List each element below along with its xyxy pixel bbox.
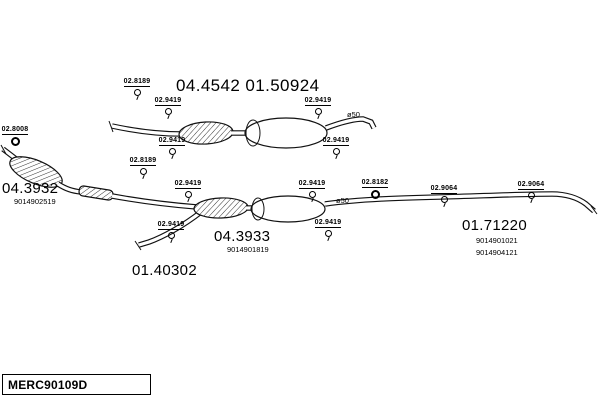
- part-number: 02.9419: [322, 137, 350, 146]
- hanger-bracket-icon: [440, 196, 448, 203]
- assembly-label-branch: 01.40302: [132, 262, 197, 279]
- part-tag: 02.8008: [0, 126, 32, 146]
- clamp-ring-icon: [370, 190, 380, 199]
- part-tag: 02.9419: [171, 180, 205, 198]
- assembly-label-front: 04.3932: [2, 180, 59, 197]
- hanger-bracket-icon: [133, 89, 141, 96]
- part-tag: 02.8189: [120, 78, 154, 96]
- diagram-id-box: MERC90109D: [2, 374, 151, 395]
- assembly-label-center: 04.3933: [214, 228, 271, 245]
- part-number: 02.9419: [158, 137, 186, 146]
- part-tag: 02.9419: [301, 97, 335, 115]
- diameter-note: ø50: [336, 196, 349, 205]
- part-tag: 02.9419: [151, 97, 185, 115]
- part-number: 02.8182: [361, 179, 389, 188]
- part-number: 02.9064: [430, 185, 458, 194]
- catalytic-converter: [9, 156, 63, 188]
- diagram-id: MERC90109D: [8, 377, 88, 392]
- part-tag: 02.9064: [427, 185, 461, 203]
- catalytic-converter: [178, 121, 234, 145]
- part-number: 02.8008: [1, 126, 29, 135]
- part-number: 02.9419: [314, 219, 342, 228]
- tailpipe: [325, 117, 376, 130]
- pipe-segment: [111, 124, 183, 136]
- hanger-bracket-icon: [314, 108, 322, 115]
- assembly-label-center-sub: 9014901819: [227, 245, 269, 254]
- part-tag: 02.9419: [311, 219, 345, 237]
- part-tag: 02.9419: [319, 137, 353, 155]
- diameter-note: ø50: [347, 110, 360, 119]
- part-tag: 02.9419: [155, 137, 189, 155]
- flex-pipe: [78, 185, 114, 201]
- hanger-bracket-icon: [527, 192, 535, 199]
- part-number: 02.9064: [517, 181, 545, 190]
- assembly-label-top: 04.4542 01.50924: [176, 76, 320, 95]
- assembly-label-rear: 01.71220: [462, 217, 527, 234]
- top-exhaust-assembly: [108, 116, 377, 149]
- hanger-bracket-icon: [167, 232, 175, 239]
- hanger-bracket-icon: [139, 168, 147, 175]
- part-number: 02.9419: [154, 97, 182, 106]
- part-tag: 02.9419: [295, 180, 329, 198]
- pipe-cut-end: [134, 240, 142, 251]
- part-tag: 02.8182: [358, 179, 392, 199]
- rear-pipe: [324, 192, 596, 213]
- part-number: 02.9419: [304, 97, 332, 106]
- hanger-bracket-icon: [308, 191, 316, 198]
- pipe-cut-end: [108, 120, 114, 133]
- part-number: 02.8189: [129, 157, 157, 166]
- part-number: 02.9419: [157, 221, 185, 230]
- muffler: [244, 117, 328, 149]
- part-tag: 02.9064: [514, 181, 548, 199]
- clamp-ring-icon: [10, 137, 20, 146]
- pipe-cut-end: [590, 205, 598, 215]
- assembly-label-rear-sub2: 9014904121: [476, 248, 518, 257]
- assembly-label-front-sub: 9014902519: [14, 197, 56, 206]
- main-exhaust-assembly: [0, 144, 598, 251]
- part-tag: 02.8189: [126, 157, 160, 175]
- pipe-cut-end: [0, 144, 7, 155]
- part-number: 02.9419: [174, 180, 202, 189]
- part-tag: 02.9419: [154, 221, 188, 239]
- hanger-bracket-icon: [168, 148, 176, 155]
- muffler: [250, 195, 326, 223]
- hanger-bracket-icon: [332, 148, 340, 155]
- catalytic-converter: [193, 197, 249, 219]
- part-number: 02.8189: [123, 78, 151, 87]
- hanger-bracket-icon: [324, 230, 332, 237]
- hanger-bracket-icon: [184, 191, 192, 198]
- pipe-segment: [111, 194, 198, 209]
- hanger-bracket-icon: [164, 108, 172, 115]
- part-number: 02.9419: [298, 180, 326, 189]
- assembly-label-rear-sub1: 9014901021: [476, 236, 518, 245]
